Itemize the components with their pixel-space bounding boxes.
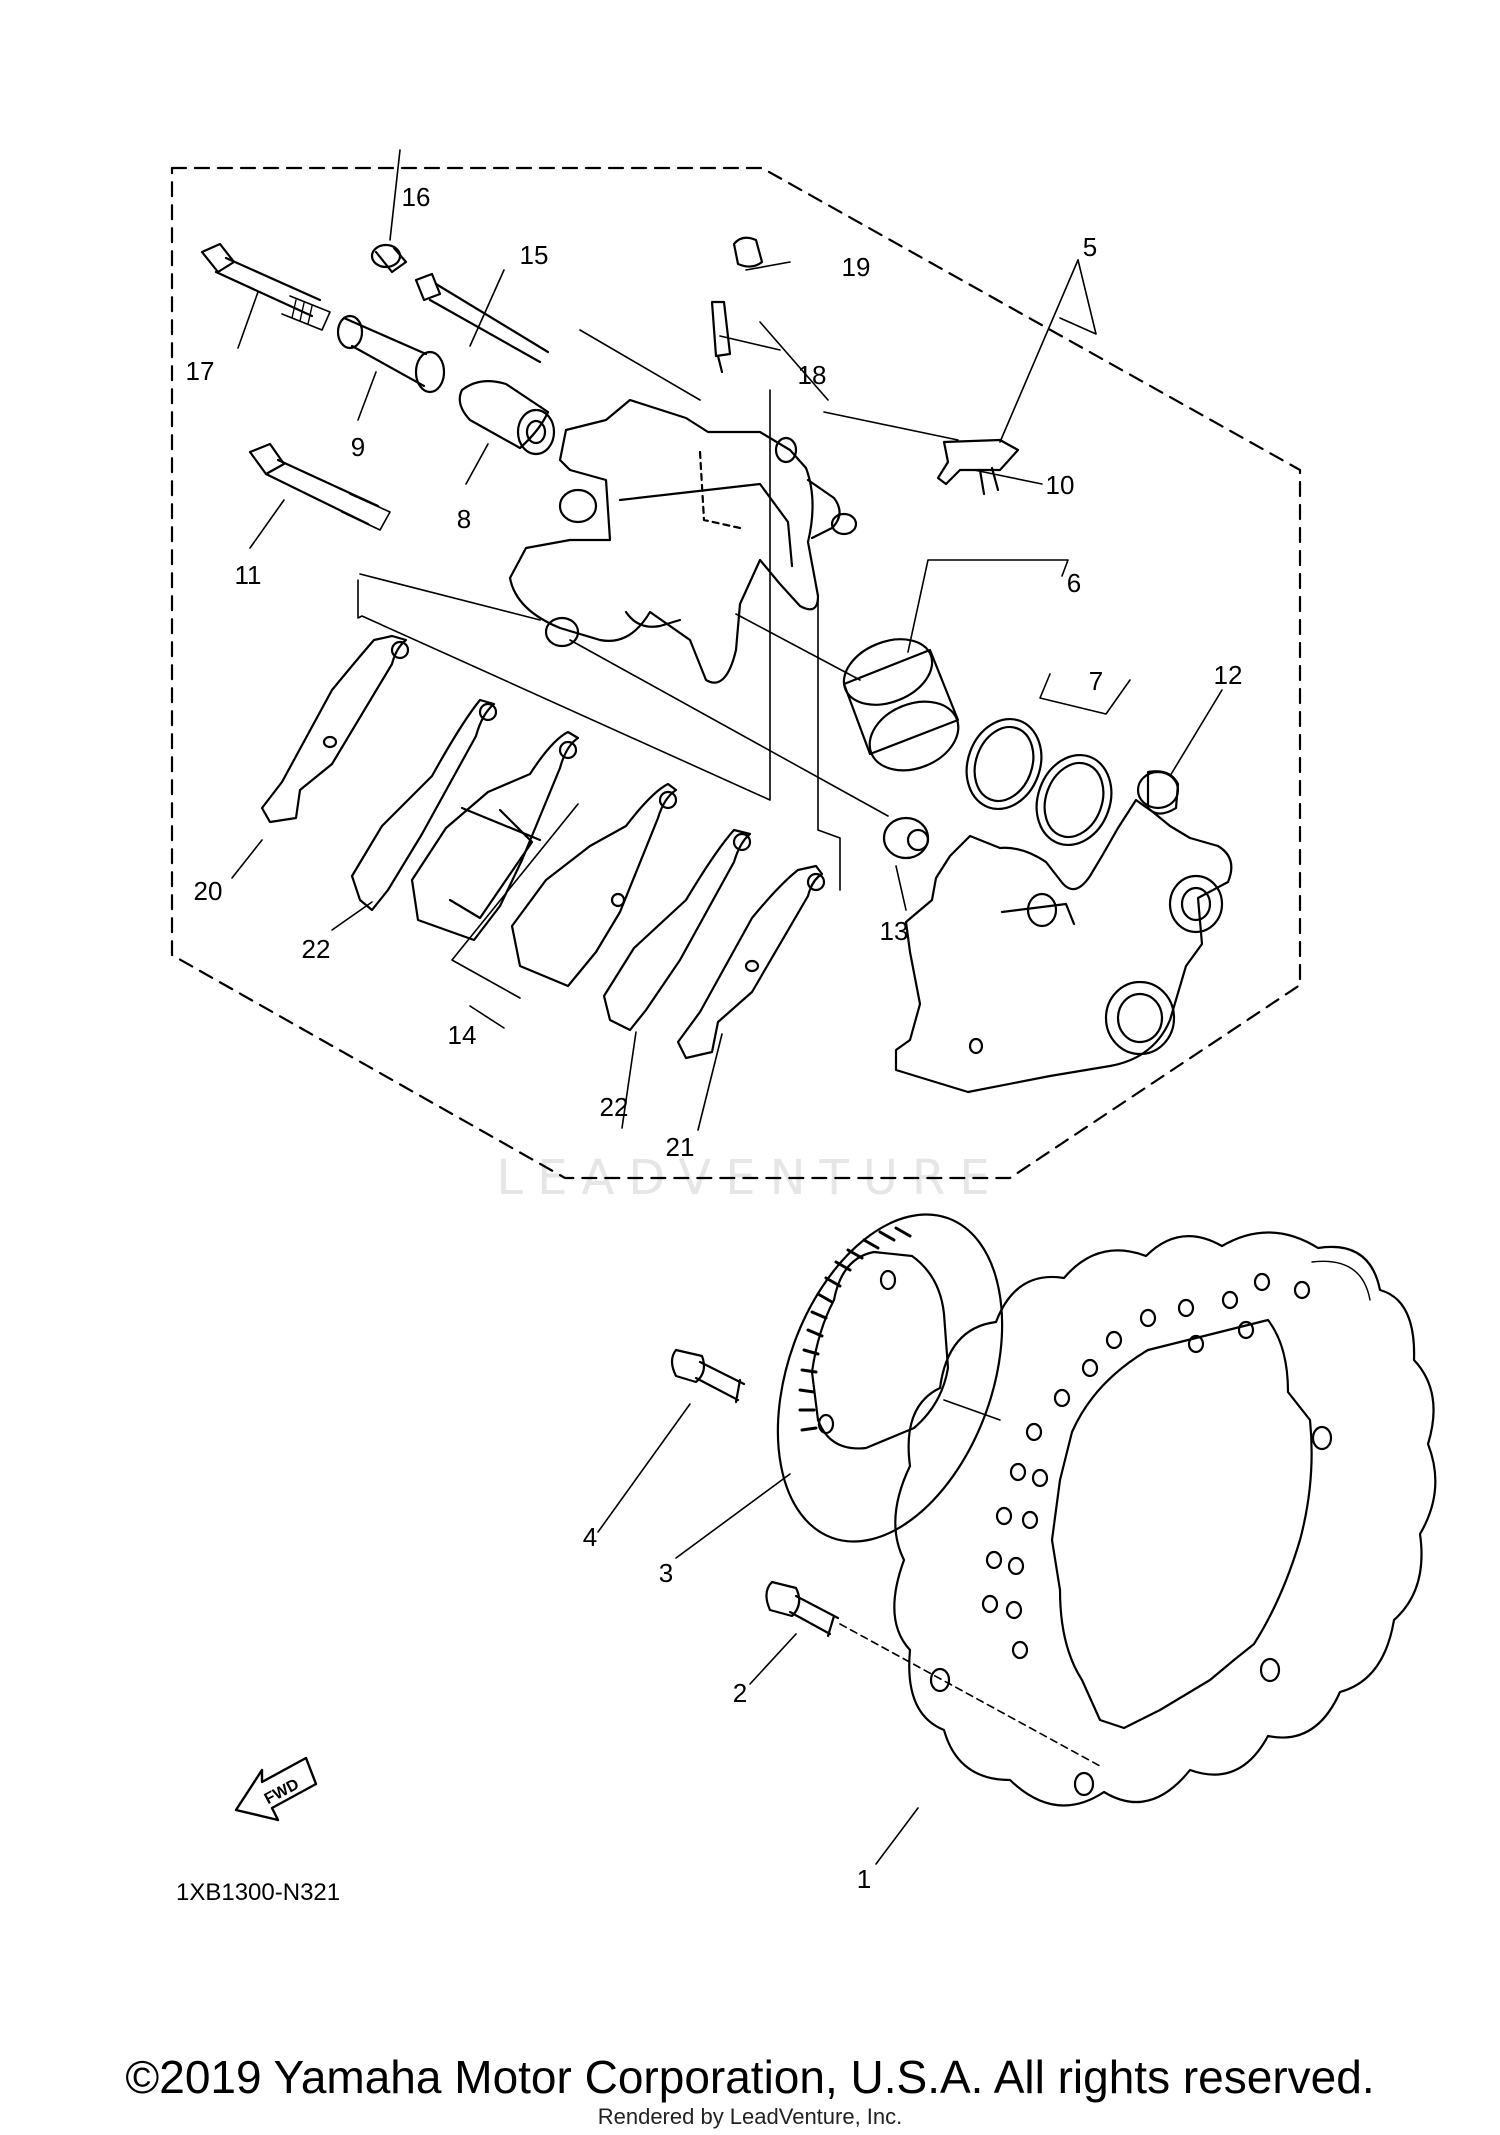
callout-21: 21 [666, 1132, 695, 1162]
callout-17: 17 [186, 356, 215, 386]
lower-leader-lines [597, 1403, 919, 1865]
copyright-notice: ©2019 Yamaha Motor Corporation, U.S.A. A… [125, 2051, 1375, 2103]
shim-22-left [350, 698, 498, 912]
bolt-11 [248, 442, 391, 531]
caliper-bracket-12 [894, 770, 1233, 1094]
callout-12: 12 [1214, 660, 1243, 690]
callout-16: 16 [402, 182, 431, 212]
caliper-assembly-boundary [170, 166, 1302, 1180]
shim-22-right [602, 828, 752, 1032]
collar-16 [370, 243, 408, 274]
bolt-2 [765, 1580, 840, 1638]
callout-19: 19 [842, 252, 871, 282]
caliper-body [508, 398, 858, 684]
sleeve-9 [336, 314, 446, 394]
boot-13 [882, 816, 930, 860]
seal-7 [965, 717, 1113, 847]
brake-disc-1 [839, 1231, 1437, 1807]
forward-direction-arrow [234, 1756, 318, 1822]
callout-9: 9 [351, 432, 365, 462]
diagram-code: 1XB1300-N321 [176, 1879, 340, 1906]
callout-13: 13 [880, 916, 909, 946]
screw-4 [670, 1348, 746, 1404]
callout-2: 2 [733, 1678, 747, 1708]
callout-4: 4 [583, 1522, 597, 1552]
rendered-by-note: Rendered by LeadVenture, Inc. [597, 2104, 903, 2129]
callout-7: 7 [1089, 666, 1103, 696]
callout-11: 11 [235, 560, 262, 590]
callout-5: 5 [1083, 232, 1097, 262]
callout-10: 10 [1046, 470, 1075, 500]
piston-6 [842, 638, 960, 772]
leader-lines [231, 149, 1223, 1131]
boot-8 [458, 379, 556, 456]
callout-20: 20 [194, 876, 223, 906]
sensor-rotor-3 [776, 1213, 1004, 1543]
callout-22-left: 22 [302, 934, 331, 964]
callout-8: 8 [457, 504, 471, 534]
callout-1: 1 [857, 1864, 871, 1894]
callout-14: 14 [448, 1020, 477, 1050]
shim-20 [260, 634, 410, 824]
callout-3: 3 [659, 1558, 673, 1588]
bleed-screw-18 [710, 300, 732, 374]
callout-labels: 1 2 3 4 5 6 7 8 9 10 11 12 13 14 15 16 1… [176, 182, 1242, 1906]
callout-22-right: 22 [600, 1092, 629, 1122]
cap-19 [732, 236, 764, 268]
pin-15 [414, 272, 550, 364]
pad-14-right [510, 782, 678, 988]
shim-21 [676, 864, 826, 1060]
callout-6: 6 [1067, 568, 1081, 598]
clip-10 [936, 438, 1020, 496]
bolt-17 [200, 242, 331, 331]
pad-14-left [410, 730, 580, 942]
callout-15: 15 [520, 240, 549, 270]
callout-18: 18 [798, 360, 827, 390]
